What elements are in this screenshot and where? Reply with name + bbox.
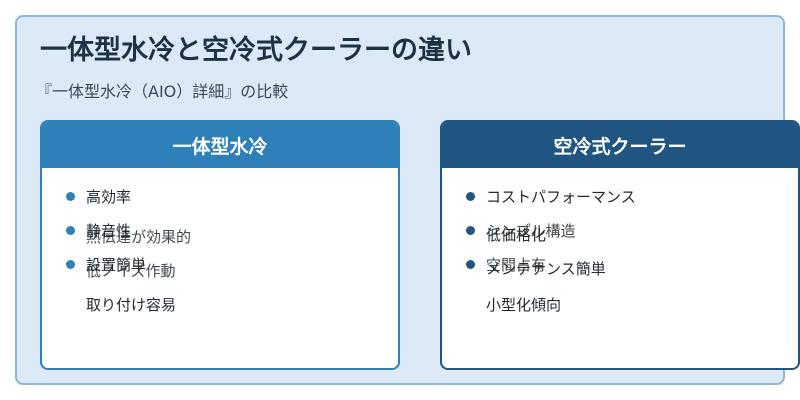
bullet-icon	[66, 260, 75, 269]
air-cooler-item: メンテナンス簡単	[486, 260, 606, 278]
aio-item: 低ノイズ作動	[86, 262, 176, 280]
air-cooler-item: 空間占有	[486, 256, 547, 274]
aio-item: 熱伝達が効果的	[86, 228, 192, 246]
aio-item: 取り付け容易	[86, 296, 177, 314]
aio-item: 設置簡単	[86, 256, 147, 274]
air-cooler-item: シンプル構造	[486, 222, 576, 240]
bullet-icon	[466, 226, 475, 235]
air-cooler-card-header: 空冷式クーラー	[442, 122, 798, 168]
bullet-icon	[66, 226, 75, 235]
bullet-icon	[466, 192, 475, 201]
page-title: 一体型水冷と空冷式クーラーの違い	[40, 35, 472, 66]
aio-item: 静音性	[86, 222, 132, 240]
air-cooler-item: 低価格化	[486, 226, 547, 244]
air-cooler-item: 小型化傾向	[486, 296, 562, 314]
aio-item: 高効率	[86, 188, 132, 206]
page-subtitle: 『一体型水冷（AIO）詳細』の比較	[36, 82, 289, 101]
aio-card: 一体型水冷 高効率 静音性 熱伝達が効果的 設置簡単 低ノイズ作動 取り付け容易	[40, 120, 400, 370]
aio-card-header: 一体型水冷	[42, 122, 398, 168]
air-cooler-item: コストパフォーマンス	[486, 188, 636, 206]
air-cooler-card: 空冷式クーラー コストパフォーマンス シンプル構造 低価格化 空間占有 メンテナ…	[440, 120, 800, 370]
bullet-icon	[66, 192, 75, 201]
bullet-icon	[466, 260, 475, 269]
